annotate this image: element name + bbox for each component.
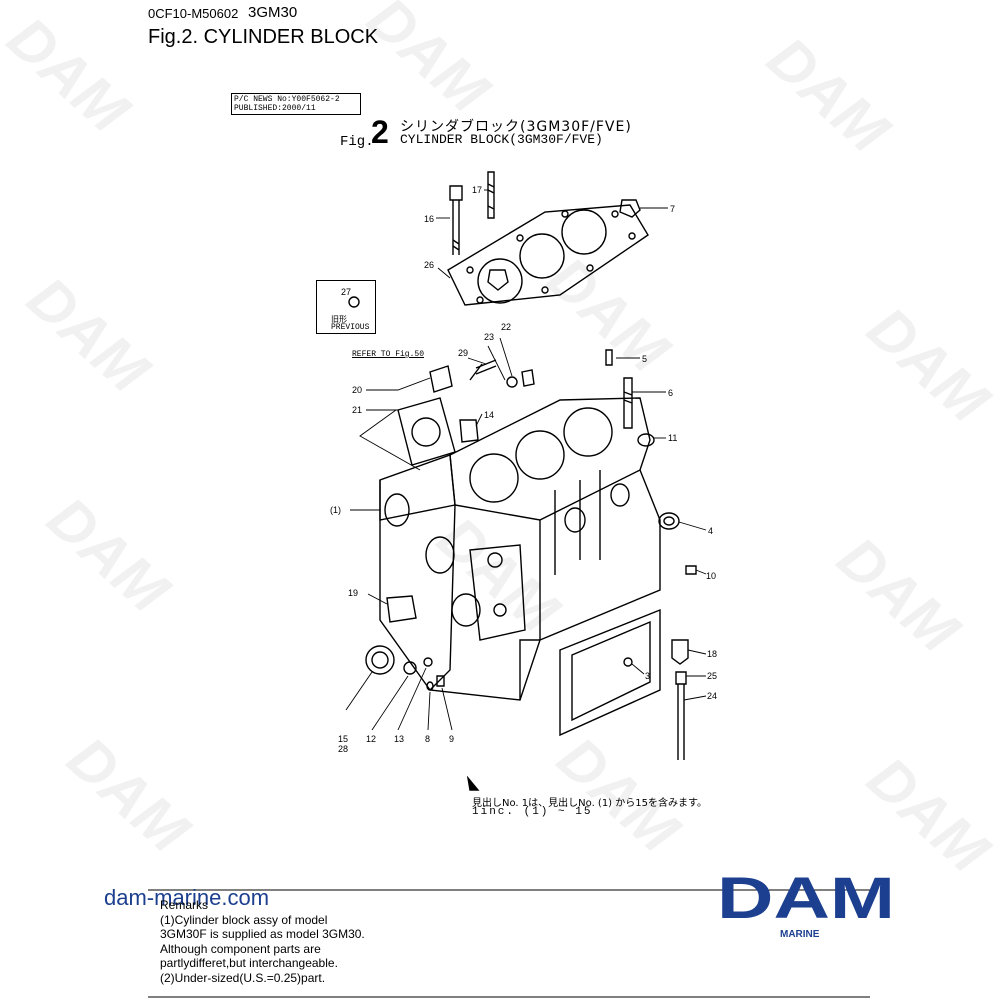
plug-12	[403, 661, 417, 675]
remarks-line: (1)Cylinder block assy of model	[160, 912, 328, 927]
previous-part-icon	[348, 296, 360, 308]
plug-small	[623, 657, 633, 667]
label-10: 10	[706, 571, 716, 581]
label-24: 24	[707, 691, 717, 701]
news-number: P/C NEWS No:Y00F5062-2	[234, 95, 340, 104]
brand-subtitle: MARINE	[780, 929, 820, 940]
flange	[397, 365, 456, 466]
document-code: 0CF10-M50602	[148, 6, 239, 21]
label-7: 7	[670, 204, 675, 214]
arrow-icon	[466, 775, 480, 791]
leader-lines	[345, 189, 707, 731]
label-17: 17	[472, 185, 482, 195]
label-15: 15	[338, 734, 348, 744]
published-date: PUBLISHED:2000/11	[234, 104, 316, 113]
pipe	[677, 684, 685, 760]
label-8: 8	[425, 734, 430, 744]
oil-seal	[658, 512, 680, 530]
plug-8	[426, 681, 434, 691]
dowel-pin	[605, 349, 613, 366]
pipe-joint	[675, 671, 687, 685]
plug	[637, 433, 655, 447]
union	[459, 419, 479, 443]
label-22: 22	[501, 322, 511, 332]
washer-13	[423, 657, 433, 667]
remarks-line: (2)Under-sized(U.S.=0.25)part.	[160, 970, 326, 985]
page-title: Fig.2. CYLINDER BLOCK	[148, 26, 379, 48]
remarks-line: Although component parts are	[160, 941, 321, 956]
nipple	[386, 595, 417, 623]
head-gasket	[447, 204, 649, 306]
nut	[619, 199, 641, 218]
refer-note: REFER TO Fig.50	[352, 350, 425, 359]
figure-number: 2	[371, 114, 389, 150]
label-1: (1)	[330, 505, 341, 515]
label-6: 6	[668, 388, 673, 398]
footnote-jp: 見出しNo. 1は、見出しNo. (1) から15を含みます。	[472, 798, 707, 809]
brand-logo-text: DAM	[717, 872, 895, 924]
label-4: 4	[708, 526, 713, 536]
label-19: 19	[348, 588, 358, 598]
remarks-line: 3GM30F is supplied as model 3GM30.	[160, 927, 365, 941]
figure-title-jp: シリンダブロック(3GM30F/FVE)	[400, 119, 632, 135]
washer	[506, 376, 518, 388]
remarks-block: Remarks (1)Cylinder block assy of model …	[160, 898, 365, 985]
label-14: 14	[484, 410, 494, 420]
stud	[623, 377, 633, 429]
bushing	[365, 645, 395, 675]
drain-cock	[671, 639, 689, 665]
plug-9	[436, 675, 445, 687]
pin	[685, 565, 697, 575]
remarks-heading: Remarks	[160, 898, 209, 912]
news-box: P/C NEWS No:Y00F5062-2 PUBLISHED:2000/11	[231, 93, 361, 115]
site-link[interactable]: dam-marine.com	[104, 885, 270, 910]
label-9: 9	[449, 734, 454, 744]
head-bolt	[449, 185, 463, 255]
figure-word: Fig.	[340, 134, 374, 150]
label-27: 27	[341, 287, 351, 297]
label-13: 13	[394, 734, 404, 744]
brand-logo: DAM	[717, 872, 895, 924]
gasket-bolt	[487, 269, 509, 291]
cylinder-block	[379, 397, 661, 737]
remarks-line: partlydifferet,but interchangeable.	[160, 956, 338, 970]
label-11: 11	[668, 433, 677, 443]
label-12: 12	[366, 734, 376, 744]
footnote-en: 1inc. (1) ~ 15	[472, 806, 593, 818]
model-name: 3GM30	[248, 4, 298, 21]
label-29: 29	[458, 348, 468, 358]
previous-label-jp: 旧形	[331, 315, 347, 324]
stud-bolt	[487, 171, 495, 219]
label-23: 23	[484, 332, 494, 342]
label-26: 26	[424, 260, 434, 270]
label-5: 5	[642, 354, 647, 364]
plug-bolt	[521, 369, 535, 387]
label-20: 20	[352, 385, 362, 395]
label-16: 16	[424, 214, 434, 224]
label-28: 28	[338, 744, 348, 754]
previous-part-box	[316, 280, 376, 334]
label-18: 18	[707, 649, 717, 659]
previous-label-en: PREVIOUS	[331, 323, 370, 332]
figure-title-en: CYLINDER BLOCK(3GM30F/FVE)	[400, 132, 603, 147]
label-3: 3	[645, 671, 650, 681]
label-25: 25	[707, 671, 717, 681]
label-21: 21	[352, 405, 362, 415]
